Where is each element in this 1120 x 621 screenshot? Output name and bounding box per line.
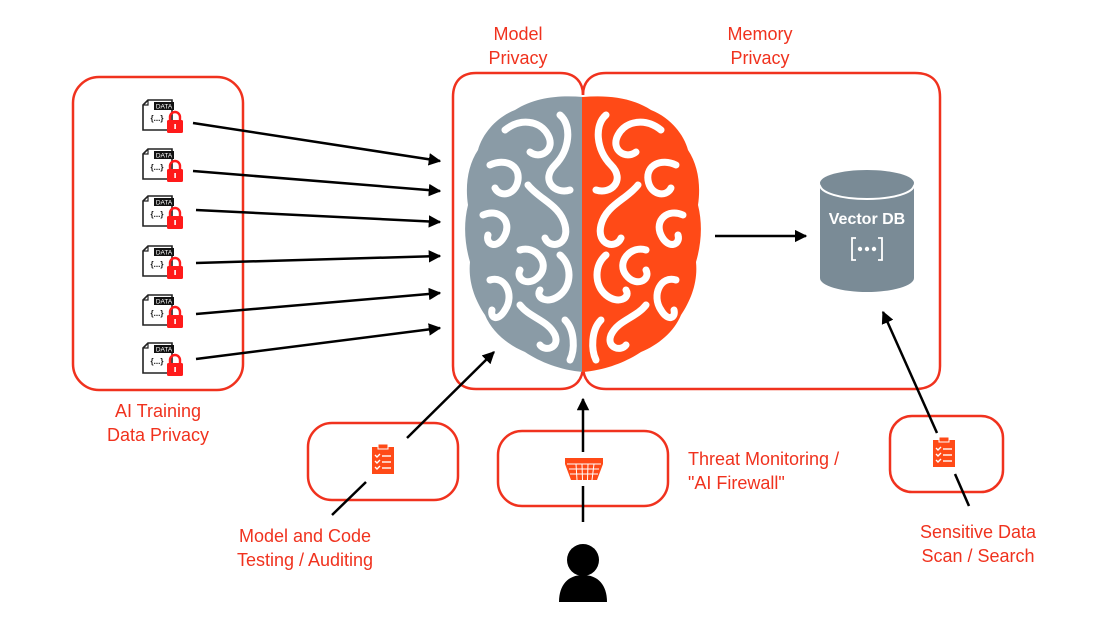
model-privacy-label: Model Privacy <box>488 24 548 68</box>
arrow <box>195 250 442 265</box>
file-body: {...} <box>151 309 164 318</box>
testing-box <box>306 421 460 502</box>
arrow <box>192 121 442 166</box>
training-data-box <box>71 75 245 392</box>
firewall-label: Threat Monitoring / "AI Firewall" <box>688 449 840 493</box>
file-body: {...} <box>151 260 164 269</box>
memory-privacy-label: Memory Privacy <box>727 24 793 68</box>
clipboard-checklist-icon <box>372 443 394 474</box>
file-tag: DATA <box>156 200 173 207</box>
data-file-icon: DATA {...} <box>142 99 183 133</box>
arrow <box>195 287 442 316</box>
file-tag: DATA <box>156 104 173 111</box>
file-tag: DATA <box>156 299 173 306</box>
file-body: {...} <box>151 210 164 219</box>
vector-db-glyph <box>851 237 883 261</box>
firewall-icon <box>565 458 603 481</box>
lock-icon <box>167 353 183 376</box>
lock-icon <box>167 206 183 229</box>
user-icon <box>559 544 607 602</box>
scan-arrow-upper <box>881 310 939 434</box>
data-file-list: DATA {...} DATA {...} DATA {...} <box>142 99 183 376</box>
training-arrows <box>192 121 442 361</box>
arrow <box>192 169 442 197</box>
lock-icon <box>167 256 183 279</box>
testing-arrow-upper <box>406 351 495 439</box>
vector-db-title: Vector DB <box>829 211 905 228</box>
dots-icon <box>857 246 877 252</box>
model-privacy-box <box>451 71 585 391</box>
memory-privacy-box <box>581 71 942 391</box>
data-file-icon: DATA {...} <box>142 342 183 376</box>
file-body: {...} <box>151 114 164 123</box>
clipboard-checklist-icon <box>933 436 955 467</box>
data-file-icon: DATA {...} <box>142 195 183 229</box>
lock-icon <box>167 110 183 133</box>
lock-icon <box>167 159 183 182</box>
arrow <box>195 208 442 228</box>
scan-arrow-lower <box>953 473 971 507</box>
scan-label: Sensitive Data Scan / Search <box>919 522 1037 566</box>
testing-label: Model and Code Testing / Auditing <box>236 526 374 570</box>
file-tag: DATA <box>156 153 173 160</box>
training-privacy-label: AI Training Data Privacy <box>106 401 210 445</box>
data-file-icon: DATA {...} <box>142 245 183 279</box>
file-tag: DATA <box>156 250 173 257</box>
database-icon <box>819 170 915 292</box>
testing-arrow-lower <box>331 481 367 516</box>
scan-box <box>888 414 1005 494</box>
data-file-icon: DATA {...} <box>142 148 183 182</box>
data-file-icon: DATA {...} <box>142 294 183 328</box>
lock-icon <box>167 305 183 328</box>
brain-icon <box>465 96 701 372</box>
file-body: {...} <box>151 357 164 366</box>
file-body: {...} <box>151 163 164 172</box>
file-tag: DATA <box>156 347 173 354</box>
arrow <box>195 323 442 361</box>
